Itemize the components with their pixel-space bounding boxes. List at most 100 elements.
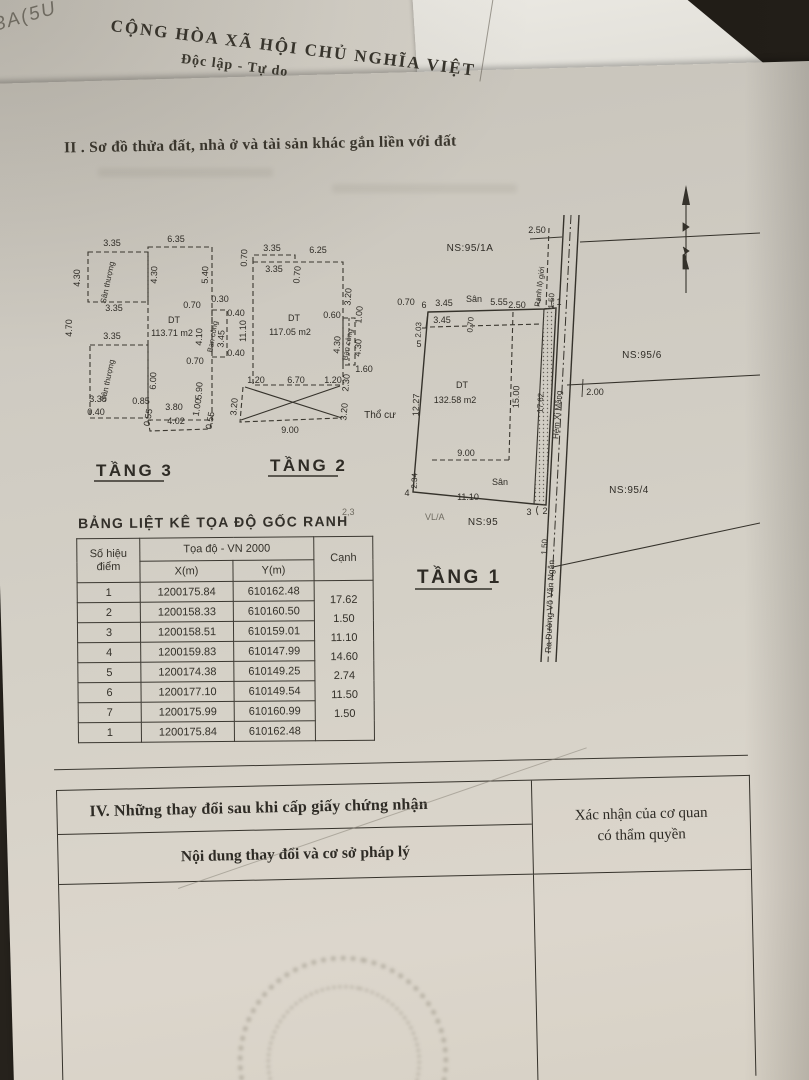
dim-label: 6.70 [287, 375, 305, 385]
area-label: DT [288, 313, 300, 323]
dim-label: 11.10 [238, 320, 248, 342]
dim-label: 5.40 [200, 266, 211, 284]
point-label: 2 [542, 506, 547, 516]
dim-label: 3.20 [338, 403, 349, 421]
dim-label: 4.02 [167, 416, 185, 426]
dim-label: 0.55 [142, 408, 155, 427]
dim-label: 0.70 [291, 266, 302, 284]
dim-label: 3.35 [265, 264, 283, 274]
dim-label: 4.30 [352, 339, 363, 357]
dim-label: 0.30 [211, 294, 229, 304]
floor-plan-tang2: 0.70 3.35 6.25 3.35 0.70 11.10 DT 117.05… [228, 243, 373, 477]
edge-length: 2.74 [333, 669, 356, 682]
handwritten-mark: 2,3 [342, 507, 355, 517]
edge-length: 11.10 [330, 631, 358, 644]
area-label: DT [456, 380, 468, 390]
dim-label: 4.30 [149, 266, 160, 284]
col-header-coord: Tọa độ - VN 2000 [139, 536, 314, 562]
dim-label: 0.55 [204, 411, 217, 430]
dim-label: 0.70 [239, 249, 250, 267]
parcel-label: NS:95/6 [622, 350, 662, 361]
dim-label: 1.50 [540, 538, 550, 555]
dim-label: 2.30 [340, 374, 351, 392]
room-label: Sân thượng [99, 261, 117, 305]
room-label: Sân [466, 294, 482, 304]
floor-label-tang2: TẦNG 2 [270, 456, 347, 475]
dim-label: 1.60 [355, 364, 373, 374]
edge-length: 11.50 [331, 688, 358, 701]
dim-label: 9.00 [281, 425, 299, 435]
floor-label-tang3: TẦNG 3 [96, 461, 173, 480]
dim-label: 9.00 [457, 448, 475, 458]
dim-label: 3.20 [228, 398, 239, 416]
dim-label: 6.35 [167, 234, 185, 244]
section4-empty-cell [532, 869, 756, 1080]
dim-label: 1.00 [191, 398, 204, 417]
dim-label: 6.00 [148, 372, 159, 390]
dim-label: 2.00 [586, 387, 604, 397]
dim-label: 4.70 [64, 319, 74, 337]
floor-plan-tang3: 3.35 6.35 4.30 Sân thượng 4.30 5.40 3.35… [64, 234, 245, 482]
col-header-edge: Cạnh [313, 536, 374, 581]
dim-label: 1.20 [324, 375, 342, 385]
north-arrow-icon [682, 185, 690, 293]
point-label: 3 [526, 507, 531, 517]
dim-label: 3.35 [89, 394, 107, 404]
floor-plan-tang1: 2.50 Ranh lộ giới NS:95/1A 0.70 6 3.45 S… [342, 185, 760, 663]
parcel-label: NS:95 [468, 517, 498, 528]
dim-label: 17.62 [535, 392, 545, 413]
floor-plan-drawings: 3.35 6.35 4.30 Sân thượng 4.30 5.40 3.35… [64, 185, 760, 663]
point-label: 5 [416, 339, 421, 349]
dim-label: 5.90 [193, 382, 204, 400]
dim-label: 0.40 [227, 348, 245, 358]
dim-label: 3.20 [342, 288, 353, 306]
edge-length: 1.50 [333, 707, 356, 720]
room-label: Sân [492, 477, 508, 487]
edge-length: 1.50 [333, 612, 355, 625]
edge-length: 14.60 [330, 650, 359, 663]
dim-label: 3.35 [103, 331, 121, 341]
coordinate-table-title: BẢNG LIỆT KÊ TỌA ĐỘ GỐC RANH [78, 512, 349, 532]
col-header-y: Y(m) [232, 559, 315, 582]
stamp-inner-ring [252, 970, 436, 1080]
dim-label: 0.70 [186, 356, 204, 366]
handwritten-mark: VL/A [425, 512, 445, 522]
area-value: 132.58 m2 [434, 395, 477, 405]
street-label: Ra Đường Võ Văn Ngân [543, 559, 556, 653]
dim-label: 0.60 [323, 310, 341, 320]
dim-label: 1.00 [353, 306, 364, 324]
dim-label: 2.50 [528, 225, 546, 235]
dim-label: 2.34 [410, 472, 420, 488]
point-label: 6 [421, 300, 426, 310]
col-header-x: X(m) [139, 560, 234, 583]
land-type-label: Thổ cư [364, 409, 396, 421]
road-label: Hẻm Xi Măng [551, 390, 563, 439]
point-label: 4 [404, 488, 409, 498]
dim-label: 0.70 [183, 300, 201, 310]
dim-label: 4.10 [194, 328, 205, 346]
dim-label: 3.45 [215, 330, 226, 348]
dim-label: 0.70 [397, 297, 415, 307]
dim-label: 12.27 [411, 393, 422, 416]
dim-label: 6.25 [309, 245, 327, 255]
edge-length-column: 17.62 1.50 11.10 14.60 2.74 11.50 1.50 [314, 580, 375, 741]
dim-label: 1.50 [547, 292, 557, 309]
dim-label: 0.40 [87, 407, 105, 417]
parcel-label: NS:95/4 [609, 485, 649, 496]
dim-label: 5.55 [490, 297, 508, 307]
dim-label: 2.03 [414, 321, 424, 338]
parcel-label: NS:95/1A [447, 243, 494, 254]
section4-authority-column: Xác nhận của cơ quan có thẩm quyền [530, 775, 751, 875]
dim-label: 3.35 [105, 303, 123, 313]
floor-label-tang1: TẦNG 1 [417, 566, 502, 588]
point-label: 1 [556, 297, 561, 307]
dim-label: 3.35 [103, 238, 121, 248]
dim-label: 0.70 [465, 316, 475, 333]
dim-label: 0.40 [227, 308, 245, 318]
edge-length: 17.62 [329, 593, 358, 606]
dim-label: 0.85 [132, 396, 150, 406]
